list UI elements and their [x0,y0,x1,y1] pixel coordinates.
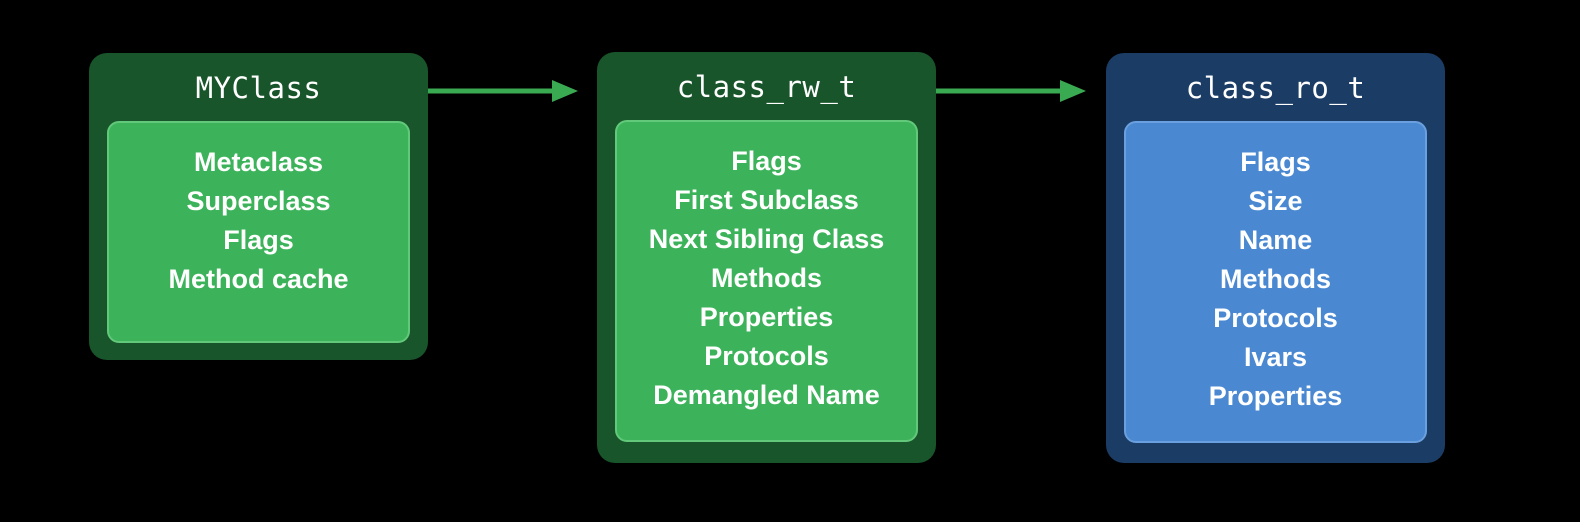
class-ro-t-field: Methods [1220,264,1331,294]
class-rw-t-field: Protocols [704,341,829,371]
class-rw-t-fields-panel: Flags First Subclass Next Sibling Class … [615,120,918,442]
class-rw-t-field: Methods [711,263,822,293]
class-rw-t-box: class_rw_t Flags First Subclass Next Sib… [597,52,936,463]
class-rw-t-field: Demangled Name [653,380,880,410]
class-ro-t-title: class_ro_t [1185,71,1366,105]
myclass-field: Superclass [186,186,331,216]
arrow-myclass-to-class-rw-t [428,80,578,102]
class-ro-t-field: Properties [1208,381,1343,411]
class-ro-t-fields-panel: Flags Size Name Methods Protocols Ivars … [1124,121,1427,443]
class-rw-t-field: Flags [731,146,802,176]
class-ro-t-field: Ivars [1243,342,1308,372]
myclass-field: Metaclass [193,147,324,177]
class-ro-t-field: Name [1238,225,1313,255]
class-ro-t-field: Protocols [1213,303,1338,333]
class-ro-t-field: Size [1248,186,1303,216]
myclass-field: Method cache [168,264,349,294]
myclass-box: MYClass Metaclass Superclass Flags Metho… [89,53,428,360]
myclass-field: Flags [223,225,294,255]
arrow-class-rw-t-to-class-ro-t [934,80,1086,102]
class-rw-t-field: Properties [699,302,834,332]
class-rw-t-field: First Subclass [674,185,859,215]
class-rw-t-title: class_rw_t [676,70,857,104]
class-rw-t-field: Next Sibling Class [648,224,885,254]
class-ro-t-box: class_ro_t Flags Size Name Methods Proto… [1106,53,1445,463]
myclass-fields-panel: Metaclass Superclass Flags Method cache [107,121,410,343]
class-ro-t-field: Flags [1240,147,1311,177]
myclass-title: MYClass [195,71,322,105]
